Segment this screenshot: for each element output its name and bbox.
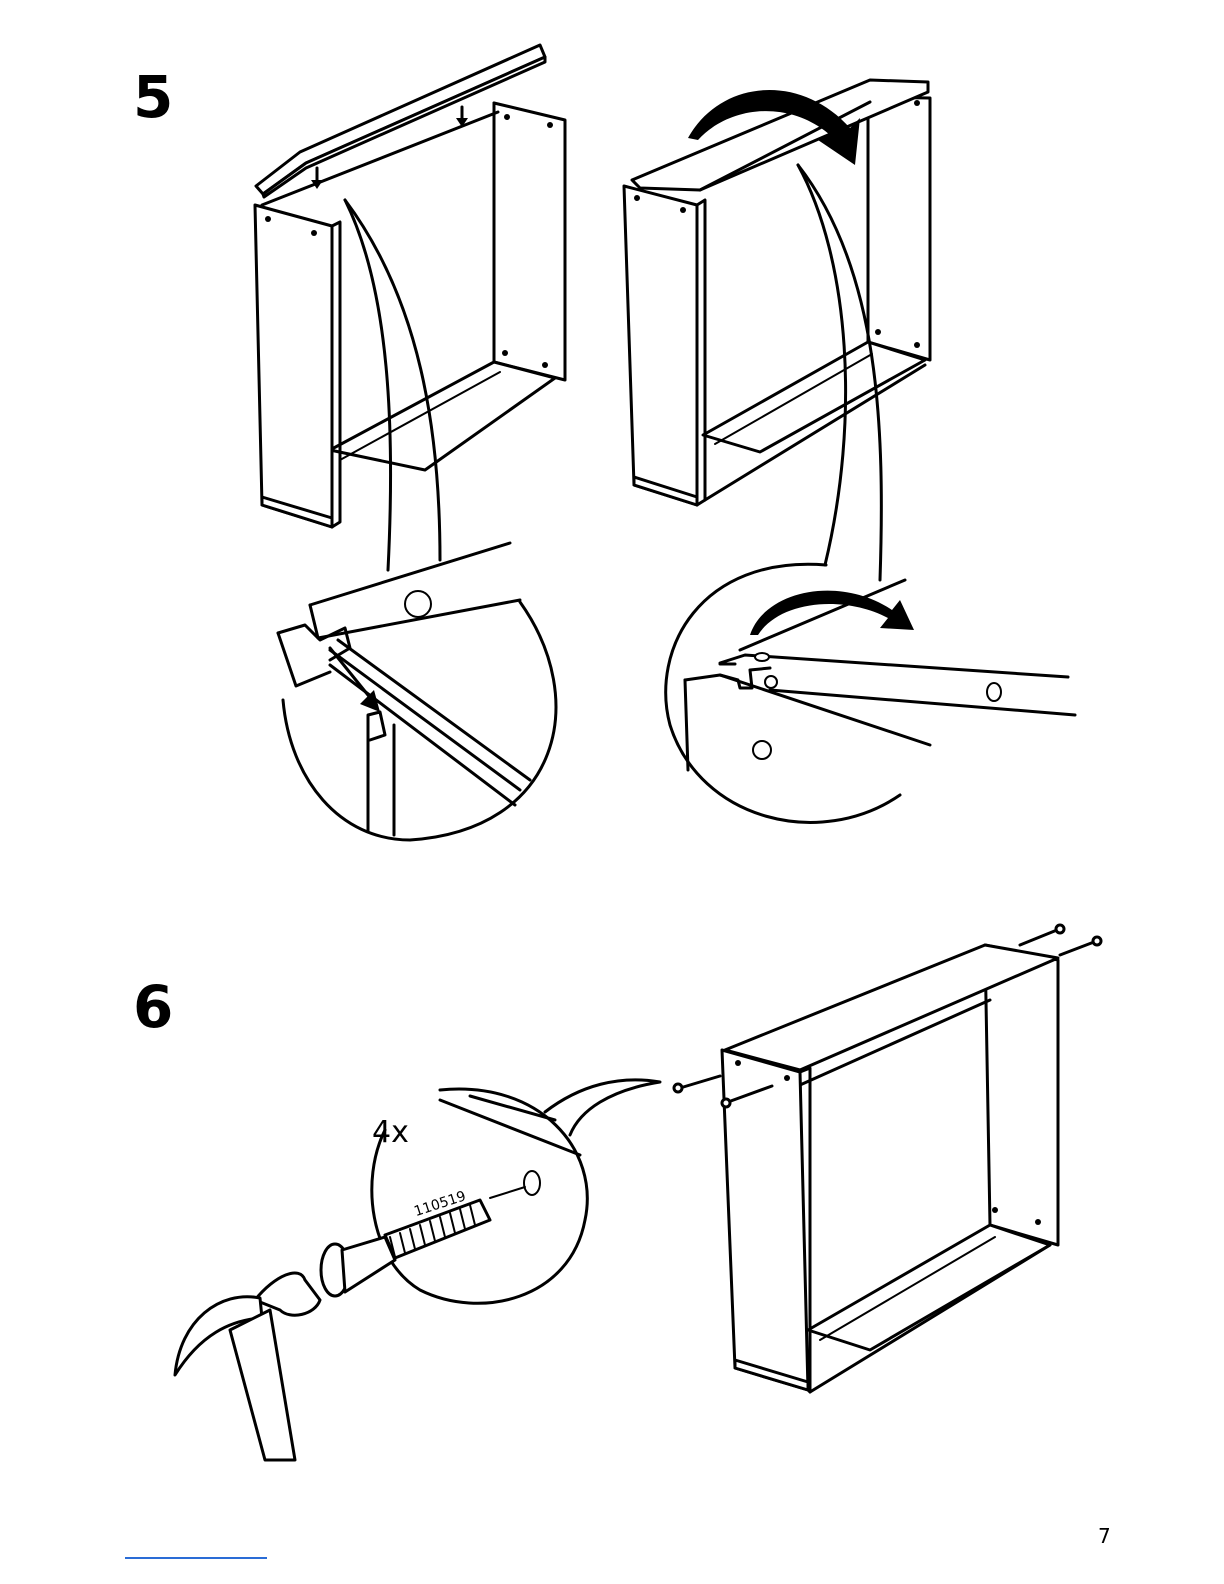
curved-arrow-icon: [750, 591, 914, 635]
detail-magnifier-circle: [666, 564, 1075, 822]
detail-magnifier-circle: [372, 1080, 660, 1303]
hammer-icon: [175, 1237, 395, 1460]
quantity-label: 4x: [372, 1115, 409, 1150]
page-number: 7: [1098, 1524, 1111, 1548]
detail-magnifier-circle: [278, 543, 556, 840]
cabinet-carcass-illustration: [722, 945, 1058, 1392]
cabinet-carcass-illustration: [624, 80, 930, 505]
footer-rule: [125, 1557, 267, 1559]
cabinet-carcass-illustration: [255, 45, 565, 527]
